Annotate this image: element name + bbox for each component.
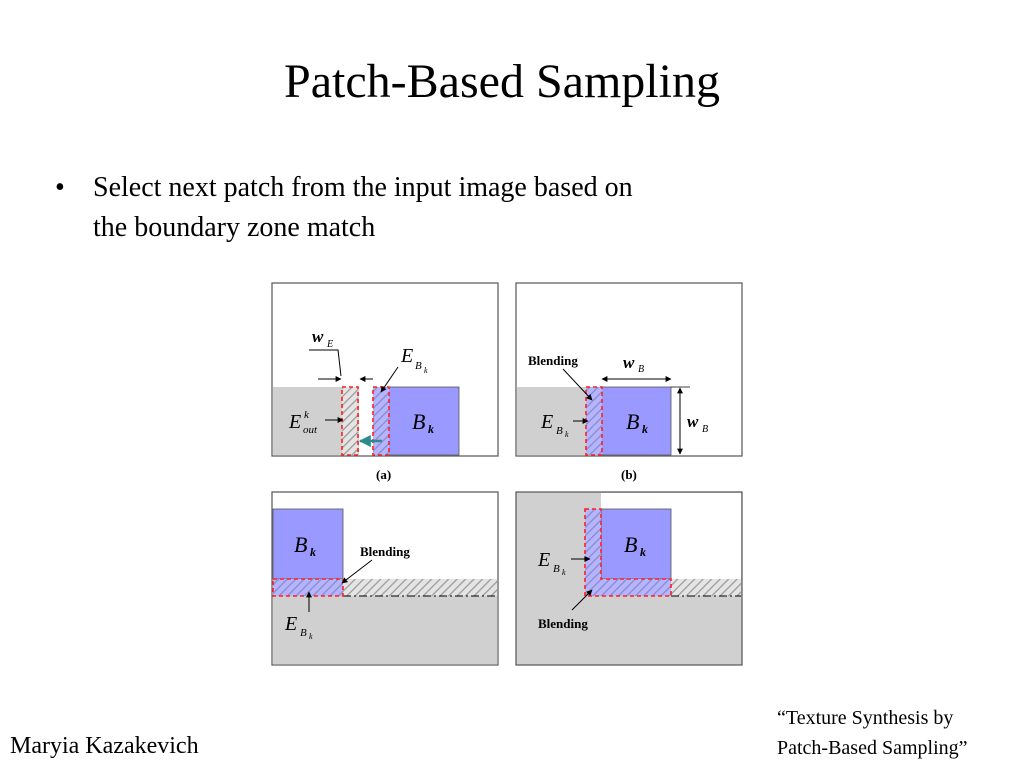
panel-b-blending-label: Blending [528,353,578,368]
citation-line-2: Patch-Based Sampling” [777,737,968,759]
panel-d-output-boundary [671,579,741,596]
panel-b-bk-sub: k [642,422,648,436]
slide-title: Patch-Based Sampling [284,55,720,108]
panel-a-we-sub: E [326,339,333,350]
panel-d-ebk-sub: B [553,563,560,575]
panel-c-bk-sub: k [310,545,316,559]
panel-a-patch [387,386,460,456]
panel-c-patch [272,508,344,580]
panel-d-ebk-subsub: k [562,568,566,577]
panel-a-ebk-arrow [380,366,399,393]
panel-c-ebk-label: E [284,613,297,635]
panel-c-bk-label: B [294,532,307,557]
panel-a-ebk-label: E [400,345,413,367]
panel-a-bk-label: B [412,409,425,434]
panel-d: B k E B k Blending [515,491,743,666]
citation-line-1: “Texture Synthesis by [777,707,954,729]
panel-a-eout-sup: k [304,409,310,421]
panel-a-patch-boundary [373,387,389,455]
panel-d-bk-sub: k [640,545,646,559]
citation: “Texture Synthesis by Patch-Based Sampli… [777,703,968,763]
panel-c-ebk-subsub: k [309,632,313,641]
panel-c-ebk-sub: B [300,627,307,639]
panel-b-blending-arrow [562,368,593,401]
panel-d-blend-zone-outline [584,508,672,597]
panel-b-wb-top-sub: B [638,364,644,375]
panel-b-wb-side-sub: B [702,424,708,435]
bullet-mark: • [55,172,65,203]
panel-c: B k Blending E B k [271,491,499,666]
panel-b-caption: (b) [621,467,637,482]
bullet-text: Select next patch from the input image b… [93,172,633,243]
panel-a-ebk-subsub: k [424,366,428,375]
panel-a-eout-label: E [288,411,301,433]
panel-b-wb-top-label: w [623,353,635,372]
panel-c-blending-label: Blending [360,544,410,559]
panel-b-ebk-label: E [540,411,553,433]
author-name: Maryia Kazakevich [10,733,199,759]
panel-b-patch [600,386,672,456]
panel-c-blend-zone [273,579,343,596]
panel-a-we-label: w [312,327,324,346]
panel-d-blend-zone [585,509,671,596]
panel-b-bk-label: B [626,409,639,434]
panel-b: Blending w B w B E B k B k (b) [515,282,743,482]
panel-a-eout-sub: out [303,424,318,436]
panel-b-ebk-sub: B [556,425,563,437]
panel-a-bk-sub: k [428,422,434,436]
panel-d-blending-arrow [571,589,593,611]
panel-d-ebk-label: E [537,549,550,571]
panel-d-bk-label: B [624,532,637,557]
panel-d-patch [600,508,672,580]
panel-a-output-boundary [342,387,358,455]
panel-a-we-leader [309,349,342,377]
panel-b-ebk-subsub: k [565,430,569,439]
panel-c-blending-arrow [341,559,373,584]
panel-b-wb-side-label: w [687,412,699,431]
panel-a-caption: (a) [376,467,391,482]
panel-a: w E E B k E k out B k (a) [271,282,499,482]
panel-a-ebk-sub: B [415,360,422,372]
panel-d-blending-label: Blending [538,616,588,631]
panel-b-blend-zone [586,387,602,455]
